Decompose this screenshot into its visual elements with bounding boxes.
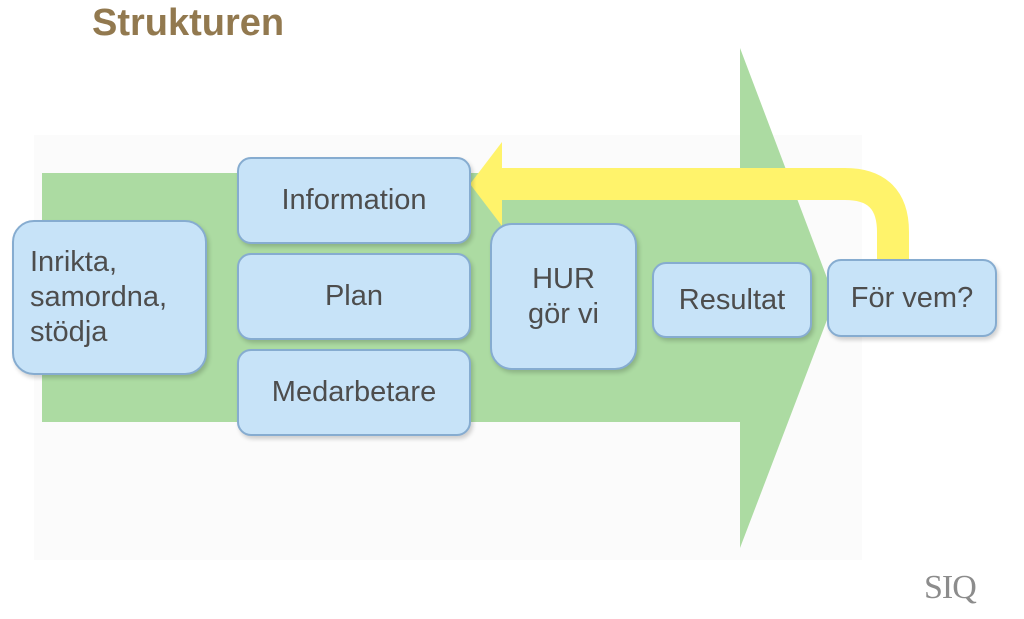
for-vem-box: För vem? — [827, 259, 997, 337]
inrikta-box: Inrikta, samordna, stödja — [12, 220, 207, 375]
hur-label: HUR gör vi — [528, 262, 599, 330]
feedback-arrow — [500, 168, 909, 260]
resultat-label: Resultat — [678, 283, 786, 316]
feedback-arrow-head — [470, 142, 502, 226]
for-vem-label: För vem? — [850, 281, 974, 314]
information-label: Information — [281, 184, 427, 216]
hur-box: HUR gör vi — [490, 223, 637, 370]
page-title: Strukturen — [92, 2, 285, 44]
medarbetare-label: Medarbetare — [271, 376, 437, 408]
medarbetare-box: Medarbetare — [237, 349, 471, 436]
plan-box: Plan — [237, 253, 471, 340]
siq-logo: SIQ — [924, 569, 977, 606]
inrikta-label: Inrikta, samordna, stödja — [30, 246, 168, 348]
resultat-box: Resultat — [652, 262, 812, 338]
plan-label: Plan — [324, 280, 384, 312]
information-box: Information — [237, 157, 471, 244]
